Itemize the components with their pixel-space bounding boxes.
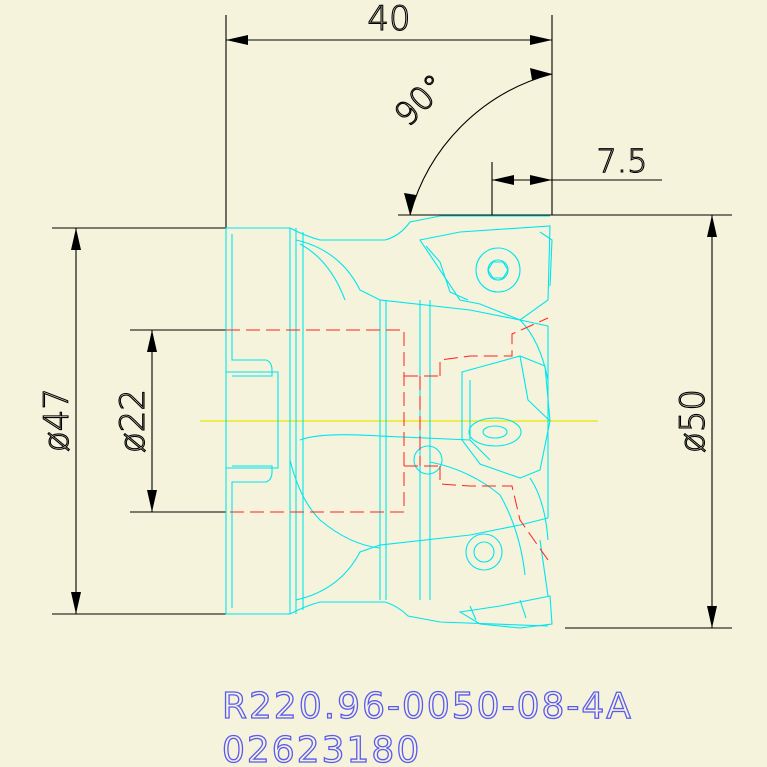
dimension-diameter-47-label: ø47 xyxy=(37,388,77,452)
cutter-body-outline xyxy=(225,215,553,629)
caption: R220.96-0050-08-4A 02623180 xyxy=(221,685,633,767)
dimension-width-40: 40 xyxy=(225,0,553,228)
dimension-width-label: 40 xyxy=(367,0,410,39)
dimension-diameter-22: ø22 xyxy=(112,329,226,513)
dimension-offset-label: 7.5 xyxy=(597,142,648,180)
dimension-offset-7-5: 7.5 xyxy=(491,141,662,215)
dimension-angle-90: 90° xyxy=(386,66,553,216)
dimension-diameter-50-label: ø50 xyxy=(673,389,713,453)
hidden-lines-bore xyxy=(226,317,549,561)
dimension-diameter-22-label: ø22 xyxy=(113,389,153,453)
dimension-angle-label: 90° xyxy=(387,67,454,134)
order-code: 02623180 xyxy=(222,730,421,767)
dimension-diameter-50: ø50 xyxy=(565,215,732,629)
part-number: R220.96-0050-08-4A xyxy=(222,686,633,727)
dimension-diameter-47: ø47 xyxy=(36,227,226,615)
